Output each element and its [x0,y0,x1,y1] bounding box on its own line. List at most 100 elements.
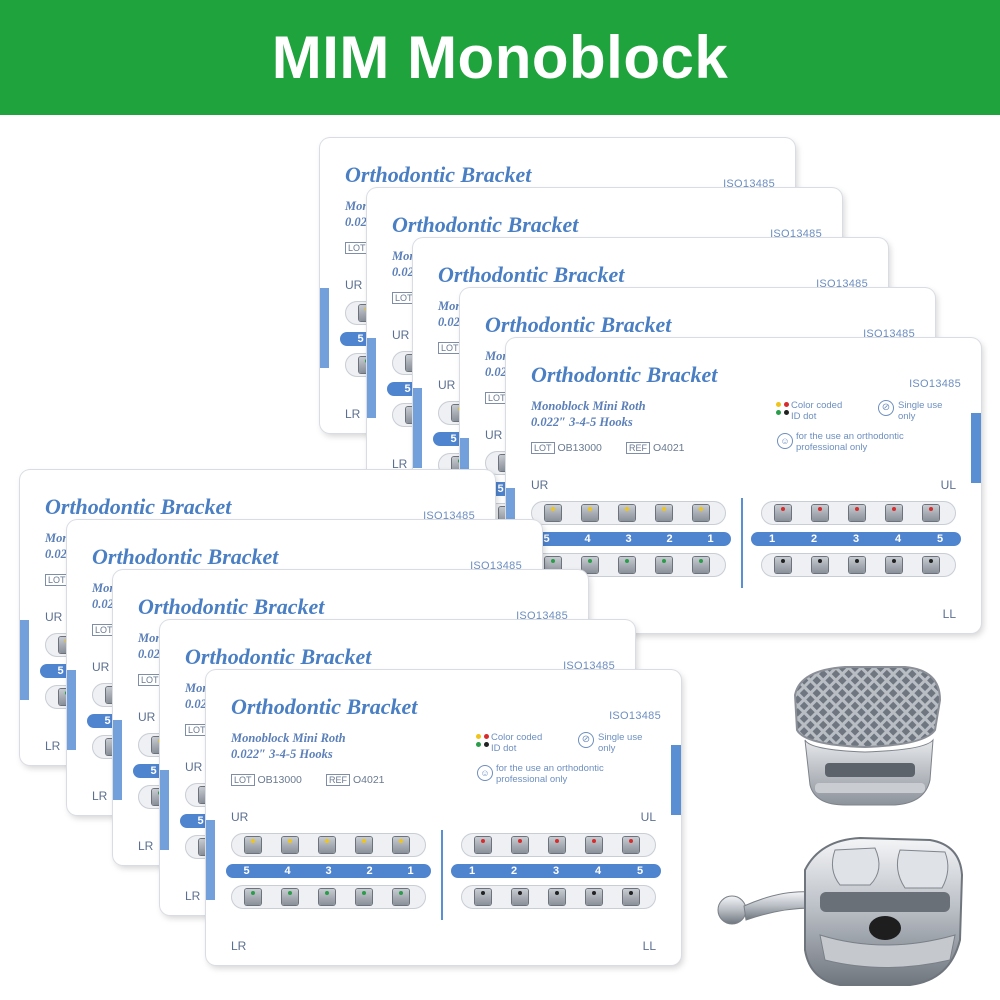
lot-label: LOT [392,292,416,304]
tooth-number: 5 [636,865,644,877]
tooth-number: 5 [57,665,64,677]
bracket [545,557,561,573]
iso-label: ISO13485 [516,610,568,622]
single-use-line-1: Single use [598,732,643,743]
bracket [586,889,602,905]
quadrant-label-ll: LL [642,939,656,953]
quadrant-label-ur: UR [531,478,549,492]
tooth-number: 5 [243,865,250,877]
lot-label: LOT [485,392,509,404]
tooth-number: 5 [497,483,504,495]
title-banner: MIM Monoblock [0,0,1000,115]
card-left-tab [67,670,76,750]
model-line-2: 0.022″ 3-4-5 Hooks [531,415,633,429]
bracket-color-dot [518,891,522,895]
bracket-color-dot [781,559,785,563]
iso-label: ISO13485 [470,560,522,572]
lot-value: OB13000 [557,442,602,454]
lot-value: OB13000 [257,774,302,786]
bracket-color-dot [855,559,859,563]
bracket-color-dot [625,559,629,563]
iso-label: ISO13485 [723,178,775,190]
iso-label: ISO13485 [609,710,661,722]
tooth-number: 5 [450,433,457,445]
professional-line-2: professional only [496,774,568,785]
bracket [245,837,261,853]
bracket [319,889,335,905]
professional-line-1: for the use an orthodontic [796,431,904,442]
lot-label: LOT [92,624,116,636]
bracket [512,837,528,853]
card-title: Orthodontic Bracket [345,162,532,187]
bracket [545,505,561,521]
ref-value: O4021 [353,774,385,786]
quadrant-label-ur: UR [45,610,63,624]
lot-label: LOT [531,442,555,454]
single-use-line-1: Single use [898,400,943,411]
bracket-color-dot [892,507,896,511]
card-title: Orthodontic Bracket [392,212,579,237]
bracket-color-dot [662,507,666,511]
tooth-number: 1 [707,533,714,545]
bracket-color-dot [818,507,822,511]
tooth-number: 5 [104,715,111,727]
card-title: Orthodontic Bracket [231,694,418,719]
quadrant-label-ur: UR [485,428,503,442]
bracket-color-dot [781,507,785,511]
bracket-color-dot [399,839,403,843]
tooth-number: 4 [594,865,602,877]
tooth-number: 2 [666,533,673,545]
card-title: Orthodontic Bracket [45,494,232,519]
bracket [849,505,865,521]
bracket-color-dot [592,839,596,843]
quadrant-label-lr: LR [185,889,201,903]
bracket-color-dot [699,507,703,511]
quadrant-label-ur: UR [92,660,110,674]
bracket-color-dot [325,839,329,843]
bracket [693,557,709,573]
bracket [775,505,791,521]
tooth-number: 5 [936,533,944,545]
bracket [886,505,902,521]
professional-line-2: professional only [796,442,868,453]
bracket-color-dot [551,559,555,563]
color-dot-icon [776,402,790,422]
bracket [582,505,598,521]
card-side-tab [971,413,981,483]
bracket-with-hook-image [717,836,964,986]
bracket [923,557,939,573]
lot-label: LOT [345,242,369,254]
color-dot [484,742,489,747]
bracket-color-dot [551,507,555,511]
smile-icon: ☺ [477,765,493,781]
bracket [775,557,791,573]
quadrant-label-lr: LR [92,789,108,803]
card-title: Orthodontic Bracket [531,362,718,387]
bracket [586,837,602,853]
quadrant-label-ur: UR [138,710,156,724]
tooth-number: 5 [404,383,411,395]
bracket [656,505,672,521]
quadrant-label-ur: UR [185,760,203,774]
quadrant-label-ur: UR [345,278,363,292]
color-coded-line-1: Color coded [491,732,543,743]
tooth-number: 3 [852,533,860,545]
card-title: Orthodontic Bracket [485,312,672,337]
bracket-color-dot [481,839,485,843]
tooth-number: 3 [552,865,560,877]
tooth-number: 2 [366,865,373,877]
card-left-tab [206,820,215,900]
card-title: Orthodontic Bracket [138,594,325,619]
bracket-color-dot [592,891,596,895]
bracket [512,889,528,905]
